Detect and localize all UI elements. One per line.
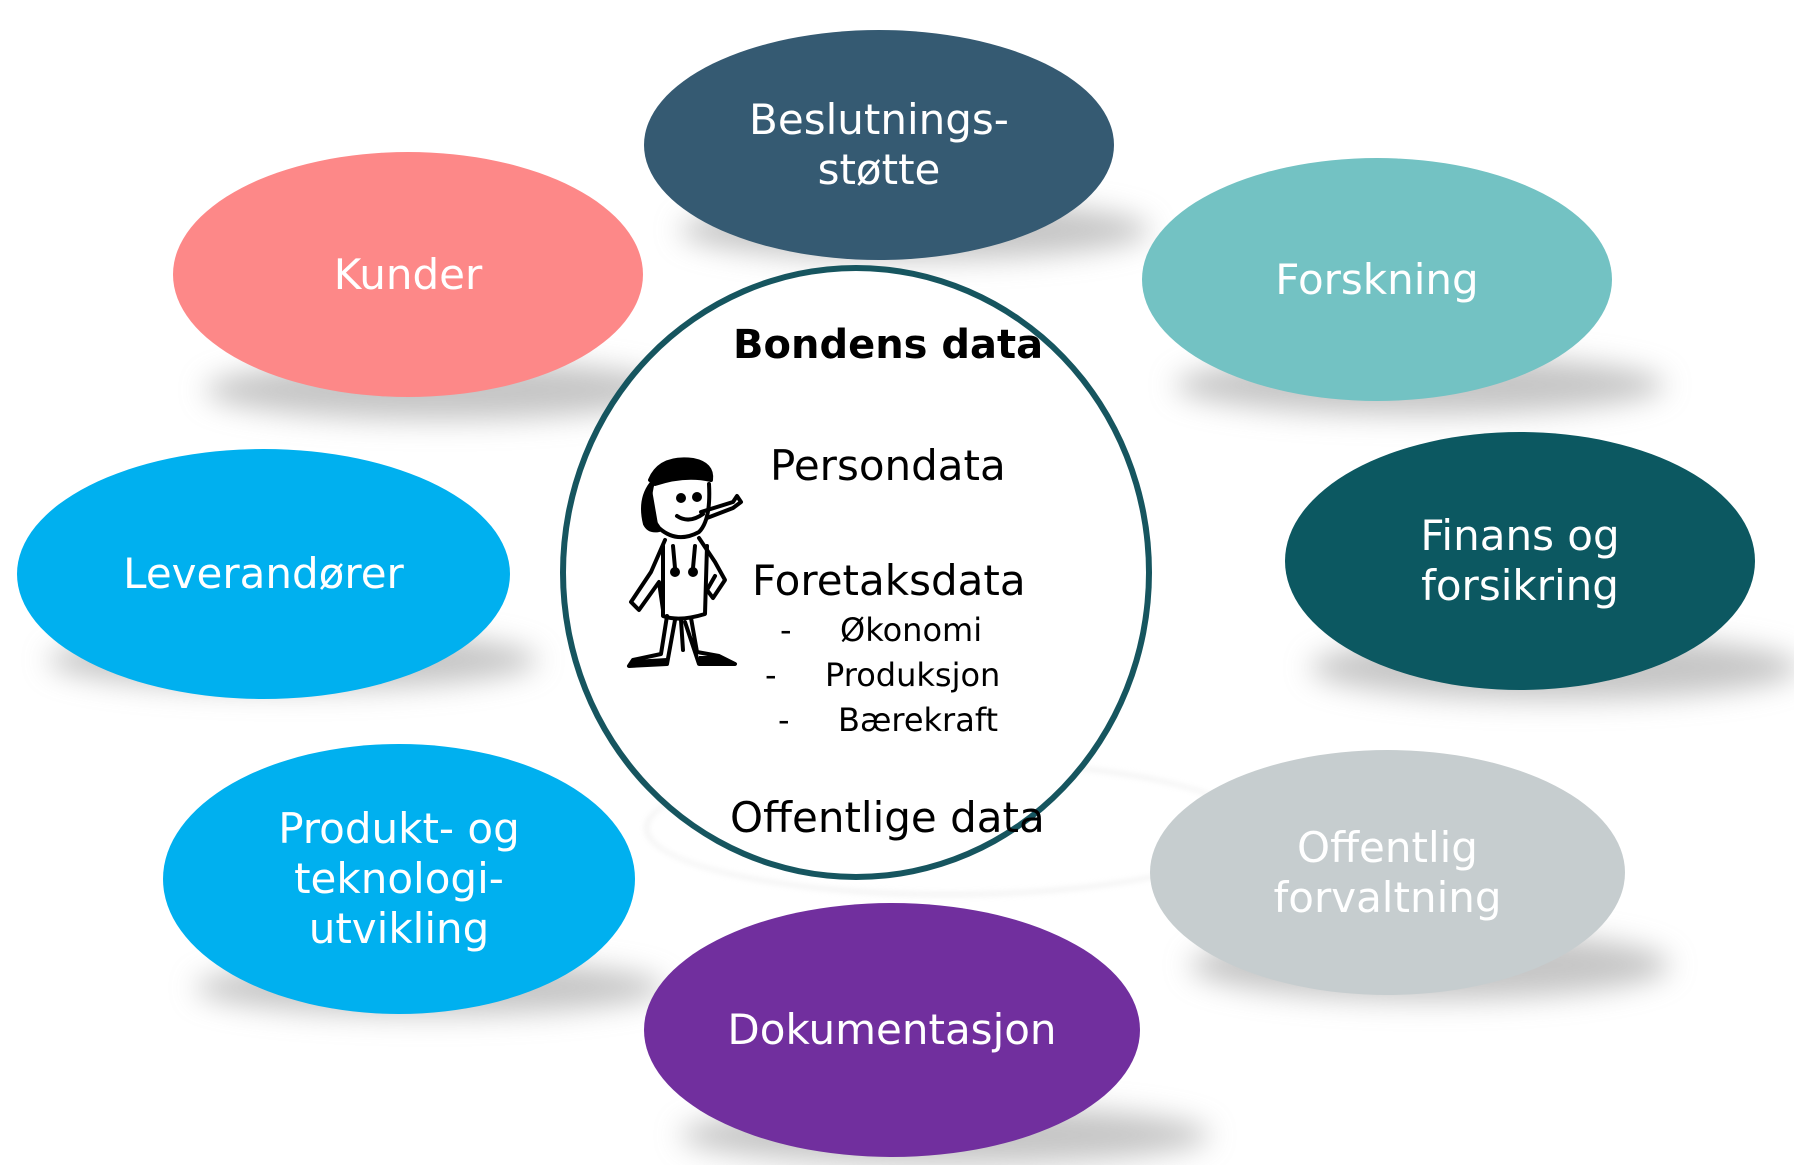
node-label: Forskning <box>1275 254 1479 304</box>
subitem-baerekraft: Bærekraft <box>838 701 999 739</box>
subitem-dash: - <box>778 701 790 739</box>
node-label: Kunder <box>333 249 483 299</box>
node-leverandorer: Leverandører <box>17 449 510 699</box>
node-label: Leverandører <box>123 549 404 598</box>
node-label: Beslutnings- støtte <box>749 95 1009 194</box>
foretaksdata-label: Foretaksdata <box>752 556 1026 605</box>
subitem-produksjon: Produksjon <box>825 656 1001 694</box>
center-circle <box>560 265 1152 880</box>
farmer-icon <box>627 457 743 668</box>
node-label: Produkt- og teknologi- utvikling <box>278 804 520 953</box>
center-title: Bondens data <box>733 322 1044 368</box>
node-produkt-og-teknologiutvikling: Produkt- og teknologi- utvikling <box>163 744 635 1014</box>
node-kunder: Kunder <box>173 152 643 397</box>
subitem-dash: - <box>765 656 777 694</box>
node-offentlig-forvaltning: Offentlig forvaltning <box>1150 750 1625 995</box>
node-forskning: Forskning <box>1142 158 1612 401</box>
node-finans-og-forsikring: Finans og forsikring <box>1285 432 1755 690</box>
node-dokumentasjon: Dokumentasjon <box>644 903 1140 1157</box>
persondata-label: Persondata <box>770 441 1006 490</box>
subitem-okonomi: Økonomi <box>840 611 983 649</box>
node-beslutningsstotte: Beslutnings- støtte <box>644 30 1114 260</box>
subitem-dash: - <box>780 611 792 649</box>
node-label: Dokumentasjon <box>727 1005 1057 1054</box>
offentlige-data-label: Offentlige data <box>730 793 1045 842</box>
node-label: Finans og forsikring <box>1420 511 1620 610</box>
node-label: Offentlig forvaltning <box>1273 822 1502 922</box>
